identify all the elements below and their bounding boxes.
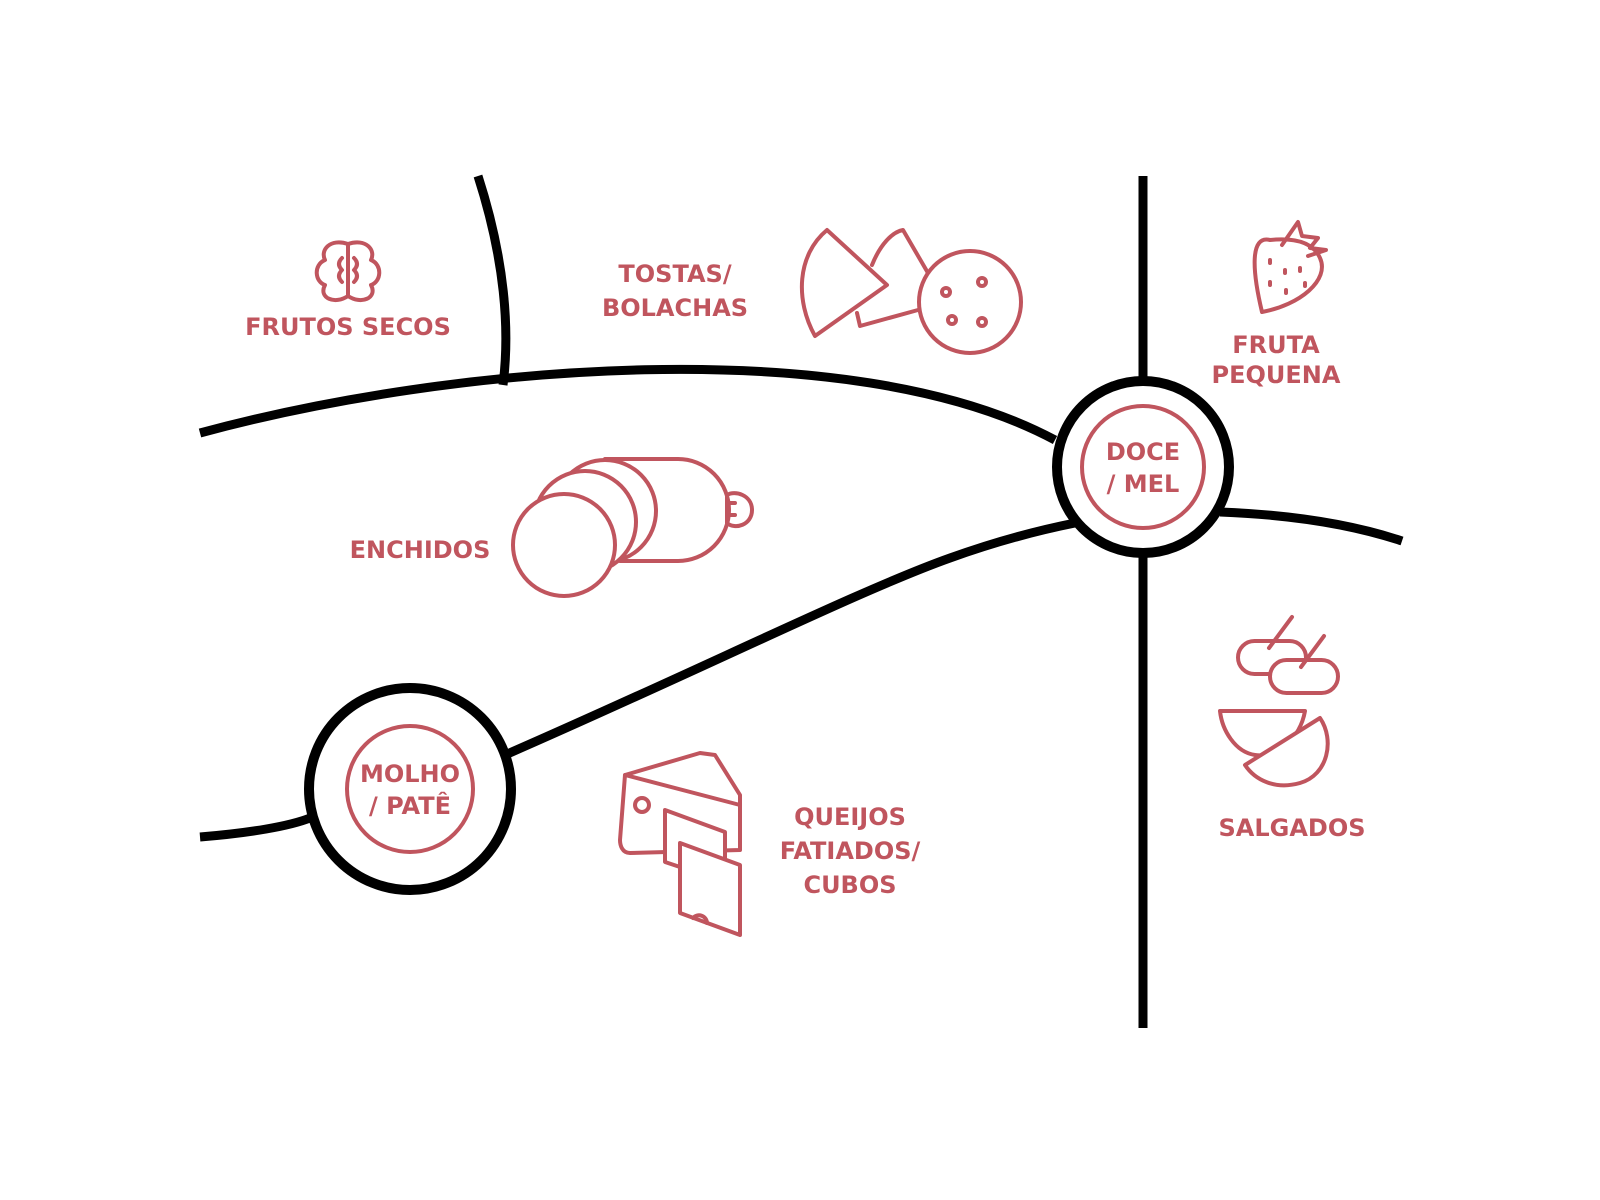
crackers-icon [799, 228, 1023, 355]
strawberry-icon [1252, 220, 1328, 314]
hub-label: / MEL [1107, 470, 1180, 498]
hub-molho-pate: MOLHO / PATÊ [304, 683, 516, 895]
label-fruta: FRUTA [1232, 331, 1320, 359]
hub-doce-mel: DOCE / MEL [1052, 376, 1234, 558]
olives-icon [1218, 615, 1340, 788]
label-queijos: FATIADOS/ [780, 837, 921, 865]
hub-label: / PATÊ [369, 791, 451, 820]
label-queijos: QUEIJOS [794, 803, 906, 831]
line-top-curve [198, 364, 1058, 444]
label-enchidos: ENCHIDOS [350, 536, 491, 564]
walnut-icon [314, 240, 382, 302]
line-bottom-left [199, 813, 312, 842]
line-right-curve [1219, 507, 1404, 546]
line-top-arc [473, 174, 511, 386]
line-diagonal [503, 518, 1076, 760]
hub-label: DOCE [1106, 438, 1180, 466]
label-frutos-secos: FRUTOS SECOS [245, 313, 451, 341]
label-fruta: PEQUENA [1212, 361, 1341, 389]
cheese-icon [618, 751, 742, 937]
label-salgados: SALGADOS [1218, 814, 1365, 842]
sausage-icon [511, 457, 754, 598]
label-tostas: BOLACHAS [602, 294, 748, 322]
hub-label: MOLHO [360, 760, 460, 788]
label-queijos: CUBOS [803, 871, 896, 899]
label-tostas: TOSTAS/ [618, 260, 731, 288]
